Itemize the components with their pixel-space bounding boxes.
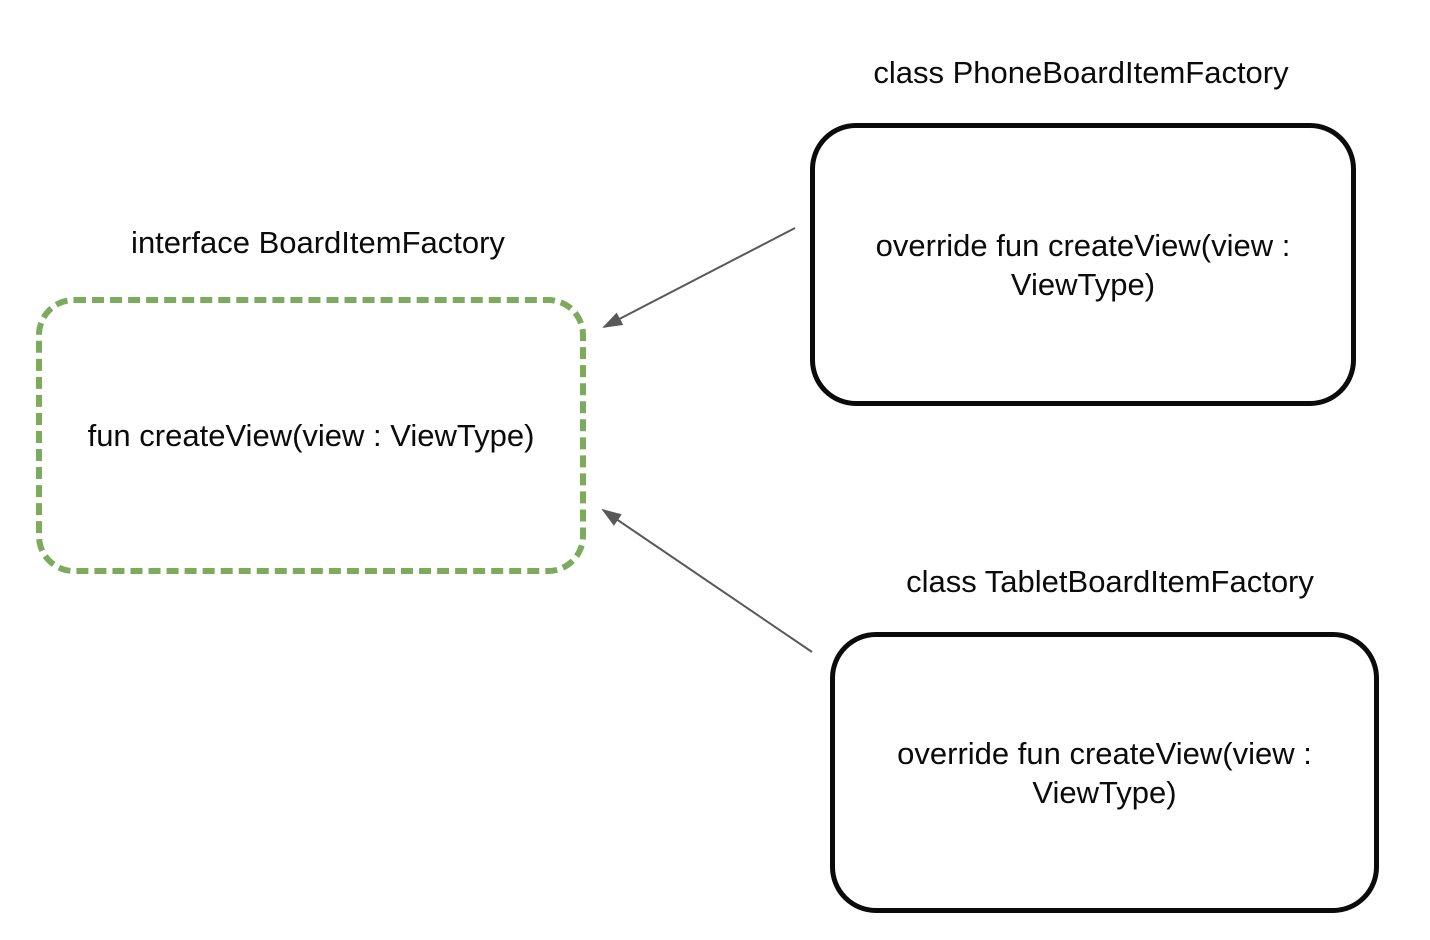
tablet-method-text: override fun createView(view : ViewType): [897, 734, 1312, 812]
phone-class-box: override fun createView(view : ViewType): [810, 123, 1356, 406]
tablet-class-title: class TabletBoardItemFactory: [906, 564, 1314, 599]
tablet-class-box: override fun createView(view : ViewType): [830, 632, 1379, 913]
tablet-method-line2: ViewType): [1032, 774, 1177, 810]
interface-node-box: fun createView(view : ViewType): [36, 297, 586, 574]
arrow-phone-to-interface: [602, 227, 796, 328]
arrow-tablet-to-interface: [601, 508, 813, 653]
interface-node-title: interface BoardItemFactory: [131, 225, 505, 260]
tablet-method-line1: override fun createView(view :: [897, 735, 1312, 771]
phone-method-text: override fun createView(view : ViewType): [876, 226, 1291, 304]
interface-method-text: fun createView(view : ViewType): [87, 418, 535, 453]
phone-method-line2: ViewType): [1010, 266, 1156, 302]
phone-class-title: class PhoneBoardItemFactory: [873, 55, 1289, 90]
phone-method-line1: override fun createView(view :: [875, 227, 1291, 263]
